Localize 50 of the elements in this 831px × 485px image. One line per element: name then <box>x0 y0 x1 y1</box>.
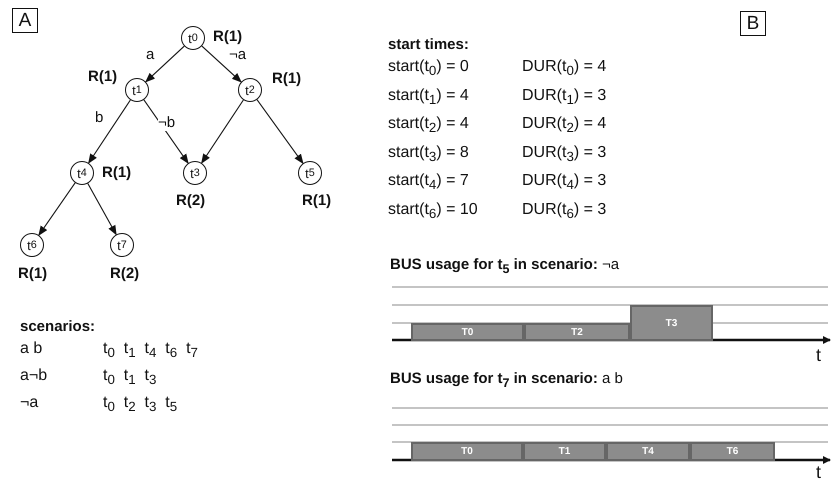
axis-label: t <box>816 345 822 366</box>
resource-label: R(1) <box>272 70 302 87</box>
resource-label: R(2) <box>110 265 140 282</box>
arrow <box>87 183 117 236</box>
task-list-cell: t$_{0}$ t$_{2}$ t$_{3}$ t$_{5}$ <box>103 394 178 414</box>
resource-label: R(1) <box>302 192 332 209</box>
start-time-cell: start(t$_{2}$) = 4 <box>388 115 469 136</box>
bus-task-block: T2 <box>524 323 630 341</box>
arrow <box>143 100 189 164</box>
resource-label: R(2) <box>176 192 206 209</box>
arrow <box>202 46 242 83</box>
bus-task-block: T6 <box>690 442 775 461</box>
bus-task-block: T3 <box>630 305 713 341</box>
task-list-cell: t$_{0}$ t$_{1}$ t$_{4}$ t$_{6}$ t$_{7}$ <box>103 340 198 360</box>
arrow <box>88 100 131 164</box>
duration-cell: DUR(t$_{3}$) = 3 <box>522 144 606 164</box>
axis-label: t <box>816 462 822 483</box>
arrow <box>145 46 185 83</box>
arrow <box>201 100 244 164</box>
bus-task-block: T0 <box>411 442 523 461</box>
duration-cell: DUR(t$_{4}$) = 3 <box>522 172 606 192</box>
bus-task-block: T1 <box>523 442 606 461</box>
arrow <box>38 182 76 236</box>
scenario-cell: a¬b <box>20 367 48 385</box>
bus-task-block: T0 <box>411 323 524 341</box>
chart-heading: BUS usage for t$_{5}$ in scenario: ¬a <box>390 256 620 276</box>
arrow <box>256 99 304 164</box>
start-time-cell: start(t$_{6}$) = 10 <box>388 200 478 221</box>
start-time-cell: start(t$_{0}$) = 0 <box>388 58 469 78</box>
edge-label: ¬b <box>158 114 176 131</box>
duration-cell: DUR(t$_{6}$) = 3 <box>522 200 606 221</box>
scenario-cell: a b <box>20 340 42 358</box>
panel-letter: A <box>12 8 38 33</box>
bus-task-block: T4 <box>606 442 690 461</box>
resource-label: R(1) <box>18 265 48 282</box>
duration-cell: DUR(t$_{0}$) = 4 <box>522 58 606 78</box>
start-time-cell: start(t$_{3}$) = 8 <box>388 144 469 164</box>
chart-heading: BUS usage for t$_{7}$ in scenario: a b <box>390 370 623 390</box>
resource-label: R(1) <box>88 68 118 85</box>
section-heading: start times: <box>388 36 469 53</box>
panel-letter: B <box>740 11 766 36</box>
duration-cell: DUR(t$_{1}$) = 3 <box>522 86 606 107</box>
resource-label: R(1) <box>102 164 132 181</box>
resource-label: R(1) <box>213 28 242 45</box>
section-heading: scenarios: <box>20 318 96 335</box>
start-time-cell: start(t$_{1}$) = 4 <box>388 86 469 107</box>
scenario-cell: ¬a <box>20 394 38 412</box>
task-list-cell: t$_{0}$ t$_{1}$ t$_{3}$ <box>103 367 156 388</box>
duration-cell: DUR(t$_{2}$) = 4 <box>522 115 606 136</box>
start-time-cell: start(t$_{4}$) = 7 <box>388 172 469 192</box>
